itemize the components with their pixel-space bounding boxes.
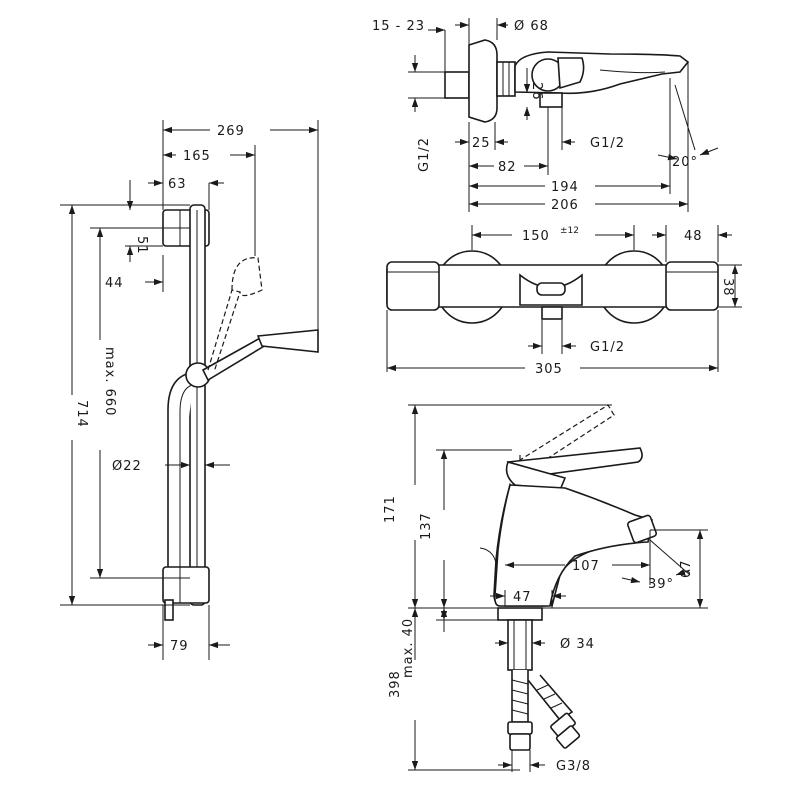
dim-d22: Ø22 (112, 459, 142, 474)
bath-mixer-side-view: 15 - 23 Ø 68 26 G1/2 25 G1/2 82 20° 194 (372, 18, 719, 213)
left-handle (386, 261, 440, 311)
dim-47: 47 (513, 590, 532, 605)
bath-mixer-front-drawing (386, 250, 719, 324)
hand-shower (201, 335, 268, 382)
dim-67: 67 (679, 559, 694, 578)
dim-26: 26 (529, 82, 544, 101)
basin-mixer-view: 171 137 107 47 39° 67 Ø 34 398 max. 40 (383, 404, 708, 774)
right-handle (665, 261, 719, 311)
basin-mixer-drawing (470, 404, 657, 751)
lower-wall-bracket (162, 566, 210, 604)
dim-150-tolerance: ±12 (560, 226, 579, 236)
dim-max-40: max. 40 (401, 618, 416, 678)
fixing-nut (497, 607, 543, 621)
dim-171: 171 (383, 495, 398, 523)
dim-398: 398 (388, 670, 403, 698)
shower-rail-drawing (162, 204, 319, 621)
shower-rail-view: 269 165 63 51 44 714 max. 660 Ø22 79 (60, 120, 319, 660)
dim-63: 63 (168, 177, 187, 192)
dim-165: 165 (183, 149, 211, 164)
outlet-front (541, 306, 563, 320)
dim-25: 25 (472, 136, 491, 151)
dim-107: 107 (572, 559, 600, 574)
supply-hose-left (511, 670, 529, 723)
nut (496, 61, 516, 97)
dim-714: 714 (74, 400, 89, 428)
dim-39deg: 39° (648, 577, 674, 592)
bath-mixer-front-view: 150 ±12 48 38 G1/2 305 (386, 225, 742, 377)
outlet-connector (539, 92, 563, 108)
dim-g12-vertical: G1/2 (417, 137, 432, 172)
dim-g12-front: G1/2 (590, 340, 625, 355)
dim-20deg: 20° (672, 155, 698, 170)
dim-48: 48 (684, 229, 703, 244)
lever-handle (506, 447, 643, 479)
dim-d68: Ø 68 (514, 19, 549, 34)
dim-g12-side: G1/2 (590, 136, 625, 151)
dim-194: 194 (551, 180, 579, 195)
hose-nut-left (507, 721, 533, 735)
dim-206: 206 (551, 198, 579, 213)
dim-38: 38 (720, 278, 735, 297)
dim-max-660: max. 660 (102, 347, 117, 416)
dim-15-23: 15 - 23 (372, 19, 425, 34)
center-badge (536, 282, 566, 296)
dim-g38: G3/8 (556, 759, 591, 774)
dim-79: 79 (170, 639, 189, 654)
escutcheon (468, 39, 498, 123)
aerator (627, 514, 657, 544)
bath-mixer-side-drawing (444, 39, 690, 123)
dim-44: 44 (105, 276, 124, 291)
dim-51: 51 (134, 236, 149, 255)
dim-305: 305 (535, 362, 563, 377)
dim-269: 269 (217, 124, 245, 139)
shank (507, 619, 533, 671)
dim-150: 150 (522, 229, 550, 244)
shower-rail-extension-lines (60, 120, 319, 660)
wall-connector (444, 71, 470, 99)
dim-d34: Ø 34 (560, 637, 595, 652)
dim-137: 137 (419, 512, 434, 540)
dim-82: 82 (498, 160, 517, 175)
